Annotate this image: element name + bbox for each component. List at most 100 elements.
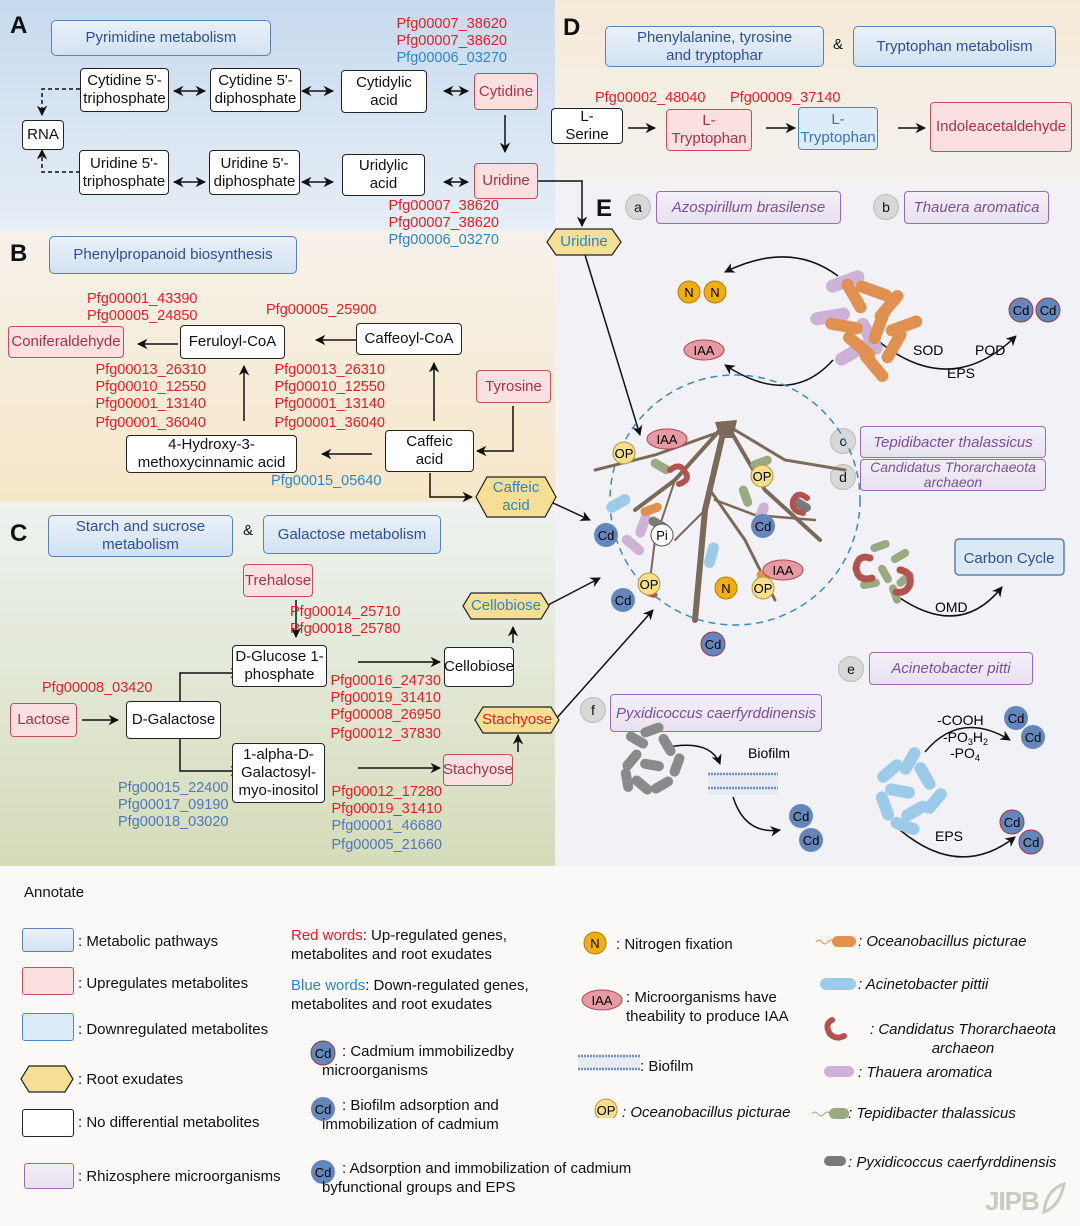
svg-text:Cd: Cd <box>598 528 615 543</box>
legend-label: : Root exudates <box>78 1071 184 1088</box>
exudate-caffeic-label: Caffeic acid <box>492 479 540 514</box>
legend-swatch-exudate <box>20 1065 74 1093</box>
microbe-acinetobacter: Acinetobacter pitti <box>869 652 1033 685</box>
jipb-watermark: JIPB <box>985 1186 1040 1216</box>
pathway-starch-sucrose: Starch and sucrose metabolism <box>48 515 233 557</box>
legend-swatch-micro <box>24 1163 74 1189</box>
node-feruloyl-coa: Feruloyl-CoA <box>180 325 285 359</box>
gene-list-right: Pfg00013_26310 Pfg00010_12550 Pfg00001_1… <box>273 362 385 432</box>
candidatus-icon <box>824 1017 847 1041</box>
legend-label: : Microorganisms have theability to prod… <box>626 989 789 1025</box>
legend-label: : Downregulated metabolites <box>78 1021 269 1038</box>
svg-text:N: N <box>590 936 599 951</box>
gene-list-left: Pfg00013_26310 Pfg00010_12550 Pfg00001_1… <box>94 362 206 432</box>
cooh-label: -COOH <box>937 712 984 728</box>
rhizosphere-boundary <box>609 374 861 626</box>
eps2-label: EPS <box>935 828 963 844</box>
pathway-pyrimidine: Pyrimidine metabolism <box>51 20 271 56</box>
gene-list-cellobiose: Pfg00016_24730 Pfg00019_31410 Pfg00008_2… <box>328 673 441 743</box>
cd-biofilm-icon <box>311 1097 335 1121</box>
node-uridine: Uridine <box>474 163 538 199</box>
node-d-galactose: D-Galactose <box>126 701 221 739</box>
legend-symbol-icons: N IAA OP <box>578 931 640 1118</box>
gene-label: Pfg00001_36040 <box>274 415 385 431</box>
node-cytidine-triphosphate: Cytidine 5'- triphosphate <box>80 68 169 112</box>
ampersand: & <box>243 522 254 539</box>
legend-title: Annotate <box>24 884 85 901</box>
gene-label: Pfg00001_13140 <box>274 396 385 412</box>
arrow-tyrosine-caffeic <box>475 406 514 457</box>
node-caffeic-acid: Caffeic acid <box>385 430 474 472</box>
arrow-utp-rna <box>36 148 80 173</box>
legend-blue-words: Blue words: Down-regulated genes, metabo… <box>291 976 561 1014</box>
gene-label: Pfg00001_36040 <box>95 415 206 431</box>
carbon-cycle-label: Carbon Cycle <box>964 550 1055 567</box>
legend-label: : Adsorption and immobilization of cadmi… <box>322 1160 632 1196</box>
bacteria-cluster-pyxidicoccus <box>620 722 685 795</box>
exudate-cellobiose: Cellobiose <box>462 592 550 620</box>
node-l-tryptophan-down: L- Tryptophan <box>798 107 878 150</box>
exudate-stachyose: Stachyose <box>474 706 560 734</box>
pathway-galactose: Galactose metabolism <box>263 515 441 554</box>
badge-c: c <box>830 428 856 454</box>
gene-label: Pfg00012_17280 <box>331 784 442 800</box>
legend-label: : Cadmium immobilizedby microorganisms <box>322 1043 514 1079</box>
gene-label: Pfg00010_12550 <box>95 379 206 395</box>
arrow-ctp-rna <box>36 88 80 117</box>
gene-label: Pfg00006_03270 <box>396 50 507 66</box>
legend-red-key: Red words <box>291 927 363 944</box>
exudate-stachyose-label: Stachyose <box>481 711 553 728</box>
microbe-azospirillum: Azospirillum brasilense <box>656 191 841 224</box>
microbe-pyxidicoccus: Pyxidicoccus caerfyrddinensis <box>610 694 822 732</box>
tepidibacter-icon <box>829 1108 849 1119</box>
acinetobacter-icon <box>820 978 856 990</box>
gene-list-uridine: Pfg00007_38620 Pfg00007_38620 Pfg00006_0… <box>367 198 499 249</box>
bacteria-cluster-ab <box>810 270 923 382</box>
svg-text:IAA: IAA <box>773 563 794 578</box>
gene-list-stachyose: Pfg00012_17280 Pfg00019_31410 Pfg00001_4… <box>330 784 442 854</box>
iaa-ab: IAA <box>683 339 725 361</box>
gene-label: Pfg00005_21660 <box>331 837 442 853</box>
legend-label: : Upregulates metabolites <box>78 975 249 992</box>
gene-label: Pfg00015_22400 <box>118 780 229 796</box>
leaf-icon <box>1042 1182 1066 1215</box>
node-trehalose: Trehalose <box>243 564 313 597</box>
n-label: N <box>710 285 719 300</box>
legend-label: : Oceanobacillus picturae <box>622 1104 791 1121</box>
panel-b-label: B <box>10 240 28 267</box>
legend-label: : Oceanobacillus picturae <box>858 933 1027 950</box>
po4-label: -PO4 <box>950 745 980 763</box>
gene-label: Pfg00019_31410 <box>331 801 442 817</box>
legend-label: : Acinetobacter pittii <box>858 976 989 993</box>
svg-text:Pi: Pi <box>656 528 668 543</box>
svg-text:OP: OP <box>640 577 659 592</box>
gene-label: Pfg00009_37140 <box>730 90 841 106</box>
microbe-candidatus: Candidatus Thorarchaeota archaeon <box>860 459 1046 491</box>
po3h2-label: -PO3H2 <box>943 729 988 747</box>
svg-text:Cd: Cd <box>803 833 820 848</box>
gene-label: Pfg00001_13140 <box>95 396 206 412</box>
node-tyrosine: Tyrosine <box>476 370 551 403</box>
carbon-cycle-box <box>954 538 1065 576</box>
pyxidicoccus-icon <box>824 1156 846 1166</box>
iaa-icon <box>581 989 623 1011</box>
exudate-caffeic-acid: Caffeic acid <box>475 476 557 518</box>
gene-label: Pfg00008_03420 <box>42 680 153 696</box>
exudate-uridine: Uridine <box>546 228 622 256</box>
node-uridine-triphosphate: Uridine 5'- triphosphate <box>79 150 169 195</box>
arrow-uridine-exudate <box>538 180 588 228</box>
panel-e-illustration: N N IAA Cd Cd SOD POD EPS <box>593 270 1065 855</box>
op-icon <box>594 1098 618 1118</box>
legend-label: : Biofilm adsorption and immobilization … <box>322 1097 499 1133</box>
iaa-label: IAA <box>694 343 715 358</box>
gene-label: Pfg00013_26310 <box>95 362 206 378</box>
gene-label: Pfg00007_38620 <box>388 198 499 214</box>
gene-label: Pfg00013_26310 <box>274 362 385 378</box>
svg-text:Cd: Cd <box>793 809 810 824</box>
legend-label: : Tepidibacter thalassicus <box>848 1105 1016 1122</box>
svg-text:OP: OP <box>597 1103 616 1118</box>
svg-text:N: N <box>721 581 730 596</box>
gene-label: Pfg00018_03020 <box>118 814 229 830</box>
node-l-tryptophan-up: L- Tryptophan <box>666 109 752 151</box>
legend-swatch-pathway <box>22 928 74 952</box>
